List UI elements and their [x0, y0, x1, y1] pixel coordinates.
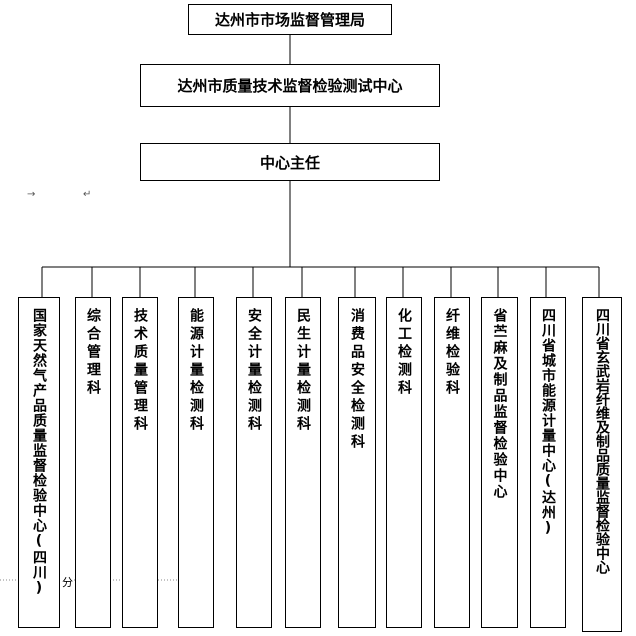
dept-energy-metrology: 能源计量检测科: [178, 297, 214, 628]
dept-general-management: 综合管理科: [75, 297, 111, 628]
dept-label: 国家天然气产品质量监督检验中心(四川): [31, 308, 47, 597]
dept-label: 四川省城市能源计量中心(达州): [540, 308, 556, 537]
arrow-icon: →: [27, 189, 36, 200]
dept-label: 技术质量管理科: [132, 308, 148, 434]
dept-label: 民生计量检测科: [295, 308, 311, 434]
org-box-label: 达州市质量技术监督检验测试中心: [177, 77, 403, 95]
org-box-label: 达州市市场监督管理局: [214, 11, 365, 29]
dept-fiber-inspection: 纤维检验科: [434, 297, 470, 628]
dept-label: 能源计量检测科: [188, 308, 204, 434]
dept-consumer-safety: 消费品安全检测科: [338, 297, 376, 628]
dept-technical-quality: 技术质量管理科: [122, 297, 158, 628]
dept-label: 消费品安全检测科: [349, 308, 365, 452]
dept-natural-gas-center: 国家天然气产品质量监督检验中心(四川): [18, 297, 60, 628]
dept-ramie-center: 省苎麻及制品监督检验中心: [481, 297, 518, 628]
org-box-testing-center: 达州市质量技术监督检验测试中心: [140, 64, 440, 107]
dept-basalt-fiber-center: 四川省玄武岩纤维及制品质量监督检验中心: [582, 297, 622, 632]
dept-label: 纤维检验科: [444, 308, 460, 398]
dept-label: 综合管理科: [85, 308, 101, 398]
org-box-market-supervision-bureau: 达州市市场监督管理局: [188, 4, 392, 35]
dept-chemical-testing: 化工检测科: [386, 297, 422, 628]
return-mark: ↵: [83, 189, 92, 200]
dept-city-energy-center: 四川省城市能源计量中心(达州): [530, 297, 566, 628]
stray-char: 分: [62, 576, 73, 589]
dept-safety-metrology: 安全计量检测科: [236, 297, 272, 628]
dept-label: 安全计量检测科: [246, 308, 262, 434]
org-box-label: 中心主任: [259, 153, 320, 172]
dept-livelihood-metrology: 民生计量检测科: [285, 297, 321, 628]
dept-label: 四川省玄武岩纤维及制品质量监督检验中心: [594, 308, 610, 574]
dept-label: 化工检测科: [396, 308, 412, 398]
org-box-center-director: 中心主任: [140, 143, 440, 181]
dept-label: 省苎麻及制品监督检验中心: [491, 308, 508, 500]
